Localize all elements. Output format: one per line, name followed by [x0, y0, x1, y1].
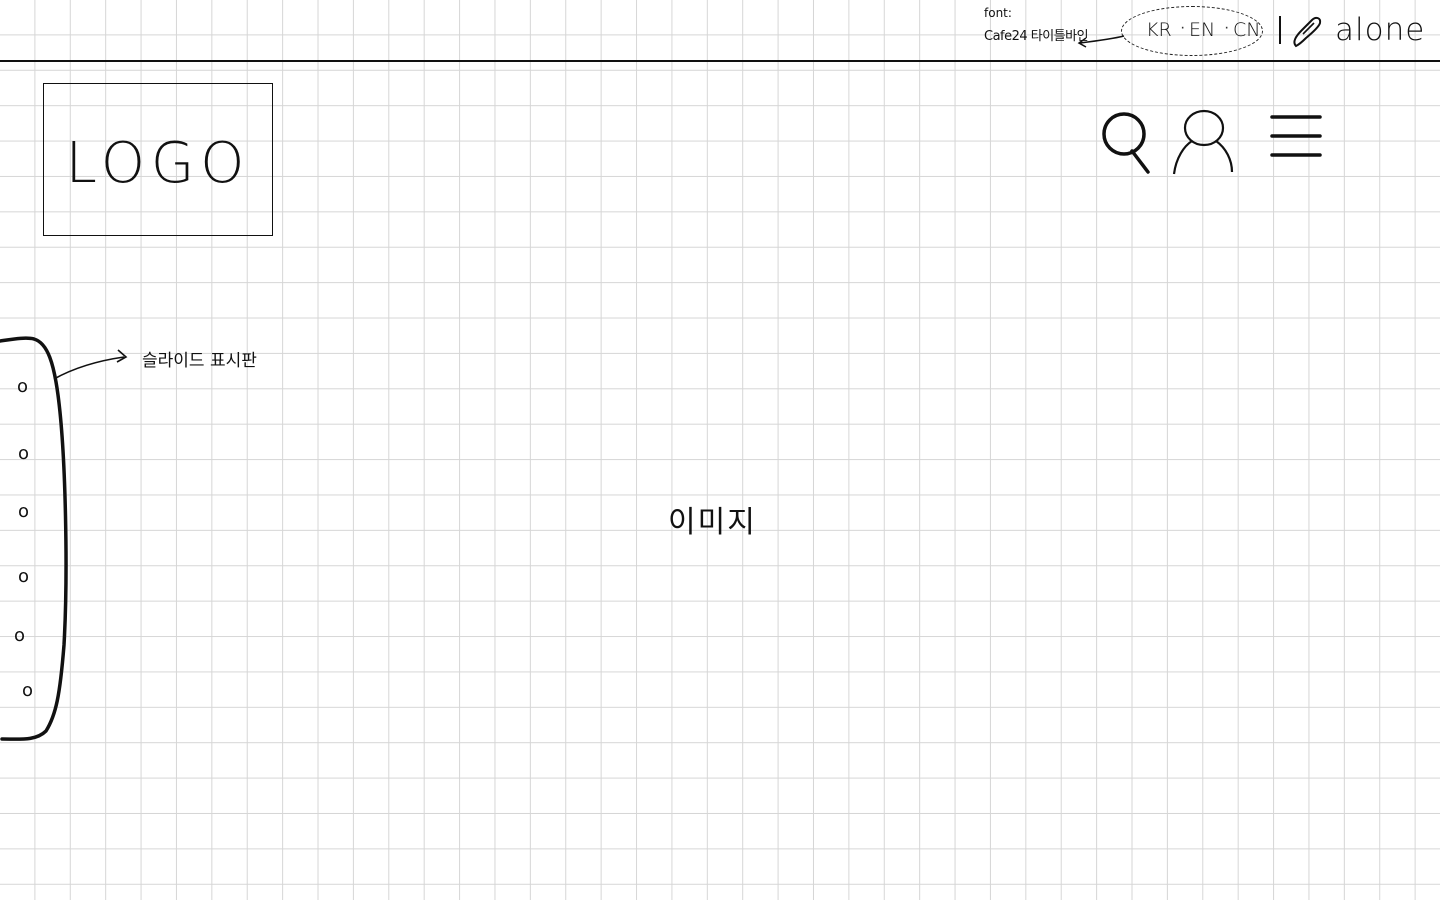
slide-dot[interactable]: o [22, 680, 34, 701]
logo-text: LOGO [65, 131, 251, 196]
language-separator: · [1224, 19, 1230, 36]
slide-indicator-annotation: 슬라이드 표시판 [142, 351, 257, 371]
slide-dot[interactable]: o [17, 376, 29, 397]
font-annotation-name: Cafe24 타이틀바인 [984, 29, 1089, 44]
user-icon[interactable] [1170, 106, 1238, 176]
slide-dot[interactable]: o [18, 566, 30, 587]
header-divider [1279, 16, 1281, 44]
language-kr[interactable]: KR [1146, 19, 1172, 41]
slide-dot[interactable]: o [18, 501, 30, 522]
language-separator: · [1180, 19, 1186, 36]
main-image-placeholder: 이미지 [668, 505, 757, 540]
search-icon[interactable] [1100, 108, 1154, 176]
slide-dot[interactable]: o [14, 625, 26, 646]
language-selector [1121, 6, 1263, 56]
slide-indicator-panel [0, 336, 128, 741]
annotation-arrow-icon [1077, 35, 1125, 48]
language-en[interactable]: EN [1189, 19, 1216, 41]
header-bottom-border [0, 60, 1440, 62]
hamburger-menu-icon[interactable] [1270, 112, 1324, 162]
language-cn[interactable]: CN [1233, 19, 1261, 41]
logo[interactable]: LOGO [43, 83, 273, 236]
font-annotation-label: font: [984, 6, 1012, 20]
slide-dot[interactable]: o [18, 443, 30, 464]
paperclip-icon[interactable] [1290, 14, 1324, 50]
font-annotation: font: Cafe24 타이틀바인 [984, 6, 1089, 44]
user-name-link[interactable]: alone [1335, 12, 1426, 48]
